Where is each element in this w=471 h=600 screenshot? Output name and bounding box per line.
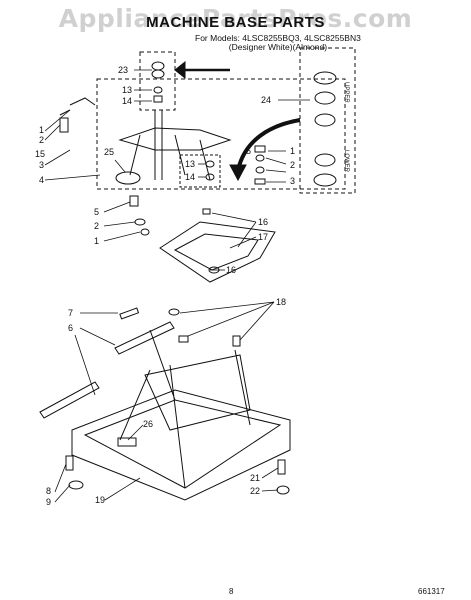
callout-22: 22 xyxy=(250,486,260,496)
part-6-lower xyxy=(39,381,100,419)
part-16-clip-a xyxy=(202,208,211,215)
callout-26: 26 xyxy=(143,419,153,429)
base-frame-outline xyxy=(71,389,291,501)
callout-17: 17 xyxy=(258,232,268,242)
callout-1: 1 xyxy=(39,125,44,135)
shaft xyxy=(154,110,163,180)
part-23-bottom xyxy=(151,69,165,79)
callout-16-lower: 16 xyxy=(226,265,236,275)
callout-25: 25 xyxy=(104,147,114,157)
callout-1-mid: 1 xyxy=(94,236,99,246)
base-frame-top xyxy=(144,354,251,431)
part-1-right xyxy=(255,154,265,162)
small-parts-box xyxy=(179,154,221,188)
page-title: MACHINE BASE PARTS xyxy=(146,14,325,31)
callout-15: 15 xyxy=(35,149,45,159)
seal-upper-2 xyxy=(314,91,336,105)
callout-7: 7 xyxy=(68,308,73,318)
seal-lower-2 xyxy=(313,173,337,187)
seal-group-box xyxy=(299,47,356,194)
callout-2: 2 xyxy=(39,135,44,145)
mount-legs xyxy=(129,134,211,181)
seal-upper-label: UPPER xyxy=(343,82,349,103)
part-22-pad xyxy=(276,485,290,495)
part-23-top xyxy=(151,61,165,71)
callout-16: 16 xyxy=(258,217,268,227)
page-number: 8 xyxy=(229,587,234,596)
part-17-inner xyxy=(173,233,259,271)
part-2-mid xyxy=(134,218,146,226)
transmission-group-box xyxy=(96,78,346,190)
part-18-a xyxy=(168,308,180,316)
models-line-1: For Models: 4LSC8255BQ3, 4LSC8255BN3 xyxy=(195,33,361,43)
part-18-c xyxy=(232,335,241,347)
document-code: 661317 xyxy=(418,587,445,596)
callout-2-mid: 2 xyxy=(94,221,99,231)
part-13b xyxy=(205,160,215,168)
callout-5: 5 xyxy=(94,207,99,217)
callout-3: 3 xyxy=(39,160,44,170)
part-18-b xyxy=(178,335,189,343)
callout-18: 18 xyxy=(276,297,286,307)
watermark: AppliancePartsPros.com xyxy=(58,4,413,33)
base-frame-inner xyxy=(83,399,282,489)
arrow-23-icon xyxy=(174,60,186,80)
seal-upper-3 xyxy=(314,113,336,127)
seal-lower-1 xyxy=(314,153,336,167)
part-5-right xyxy=(254,145,266,153)
curved-arrow-icon xyxy=(229,164,247,182)
callout-6: 6 xyxy=(68,323,73,333)
callout-14-small: 14 xyxy=(185,172,195,182)
callout-14: 14 xyxy=(122,96,132,106)
part-2-right xyxy=(255,166,265,174)
part-15 xyxy=(59,117,69,133)
part-13 xyxy=(153,86,163,94)
callout-2-right: 2 xyxy=(290,160,295,170)
part-6-bracket xyxy=(114,321,175,355)
callout-5-right: 5 xyxy=(246,146,251,156)
seal-upper-1 xyxy=(313,71,337,85)
mount-plate xyxy=(118,127,232,151)
callout-8: 8 xyxy=(46,486,51,496)
part-25-ring xyxy=(115,171,141,185)
callout-13-small: 13 xyxy=(185,159,195,169)
part-21-foot xyxy=(277,459,286,475)
part-1-2-bracket xyxy=(59,97,96,116)
part-8-foot xyxy=(65,455,74,471)
part-9-pad xyxy=(68,480,84,490)
base-frame-legs xyxy=(119,329,251,489)
part-26 xyxy=(117,437,137,447)
upper-parts-box xyxy=(139,51,176,111)
curved-arrow-shaft xyxy=(236,118,301,171)
callout-21: 21 xyxy=(250,473,260,483)
part-14 xyxy=(153,95,163,103)
callout-24: 24 xyxy=(261,95,271,105)
callout-23: 23 xyxy=(118,65,128,75)
part-3-right xyxy=(254,178,266,185)
part-5-mid xyxy=(129,195,139,207)
part-17-plate xyxy=(159,221,276,283)
part-1-mid xyxy=(140,228,150,236)
callout-13: 13 xyxy=(122,85,132,95)
callout-9: 9 xyxy=(46,497,51,507)
seal-lower-label: LOWER xyxy=(343,150,349,173)
callout-3-right: 3 xyxy=(290,176,295,186)
models-line-2: (Designer White)(Almond) xyxy=(228,42,328,52)
part-7 xyxy=(119,307,140,320)
callout-4: 4 xyxy=(39,175,44,185)
callout-19: 19 xyxy=(95,495,105,505)
model-list: For Models: 4LSC8255BQ3, 4LSC8255BN3 (De… xyxy=(195,34,361,52)
callout-1-right: 1 xyxy=(290,146,295,156)
